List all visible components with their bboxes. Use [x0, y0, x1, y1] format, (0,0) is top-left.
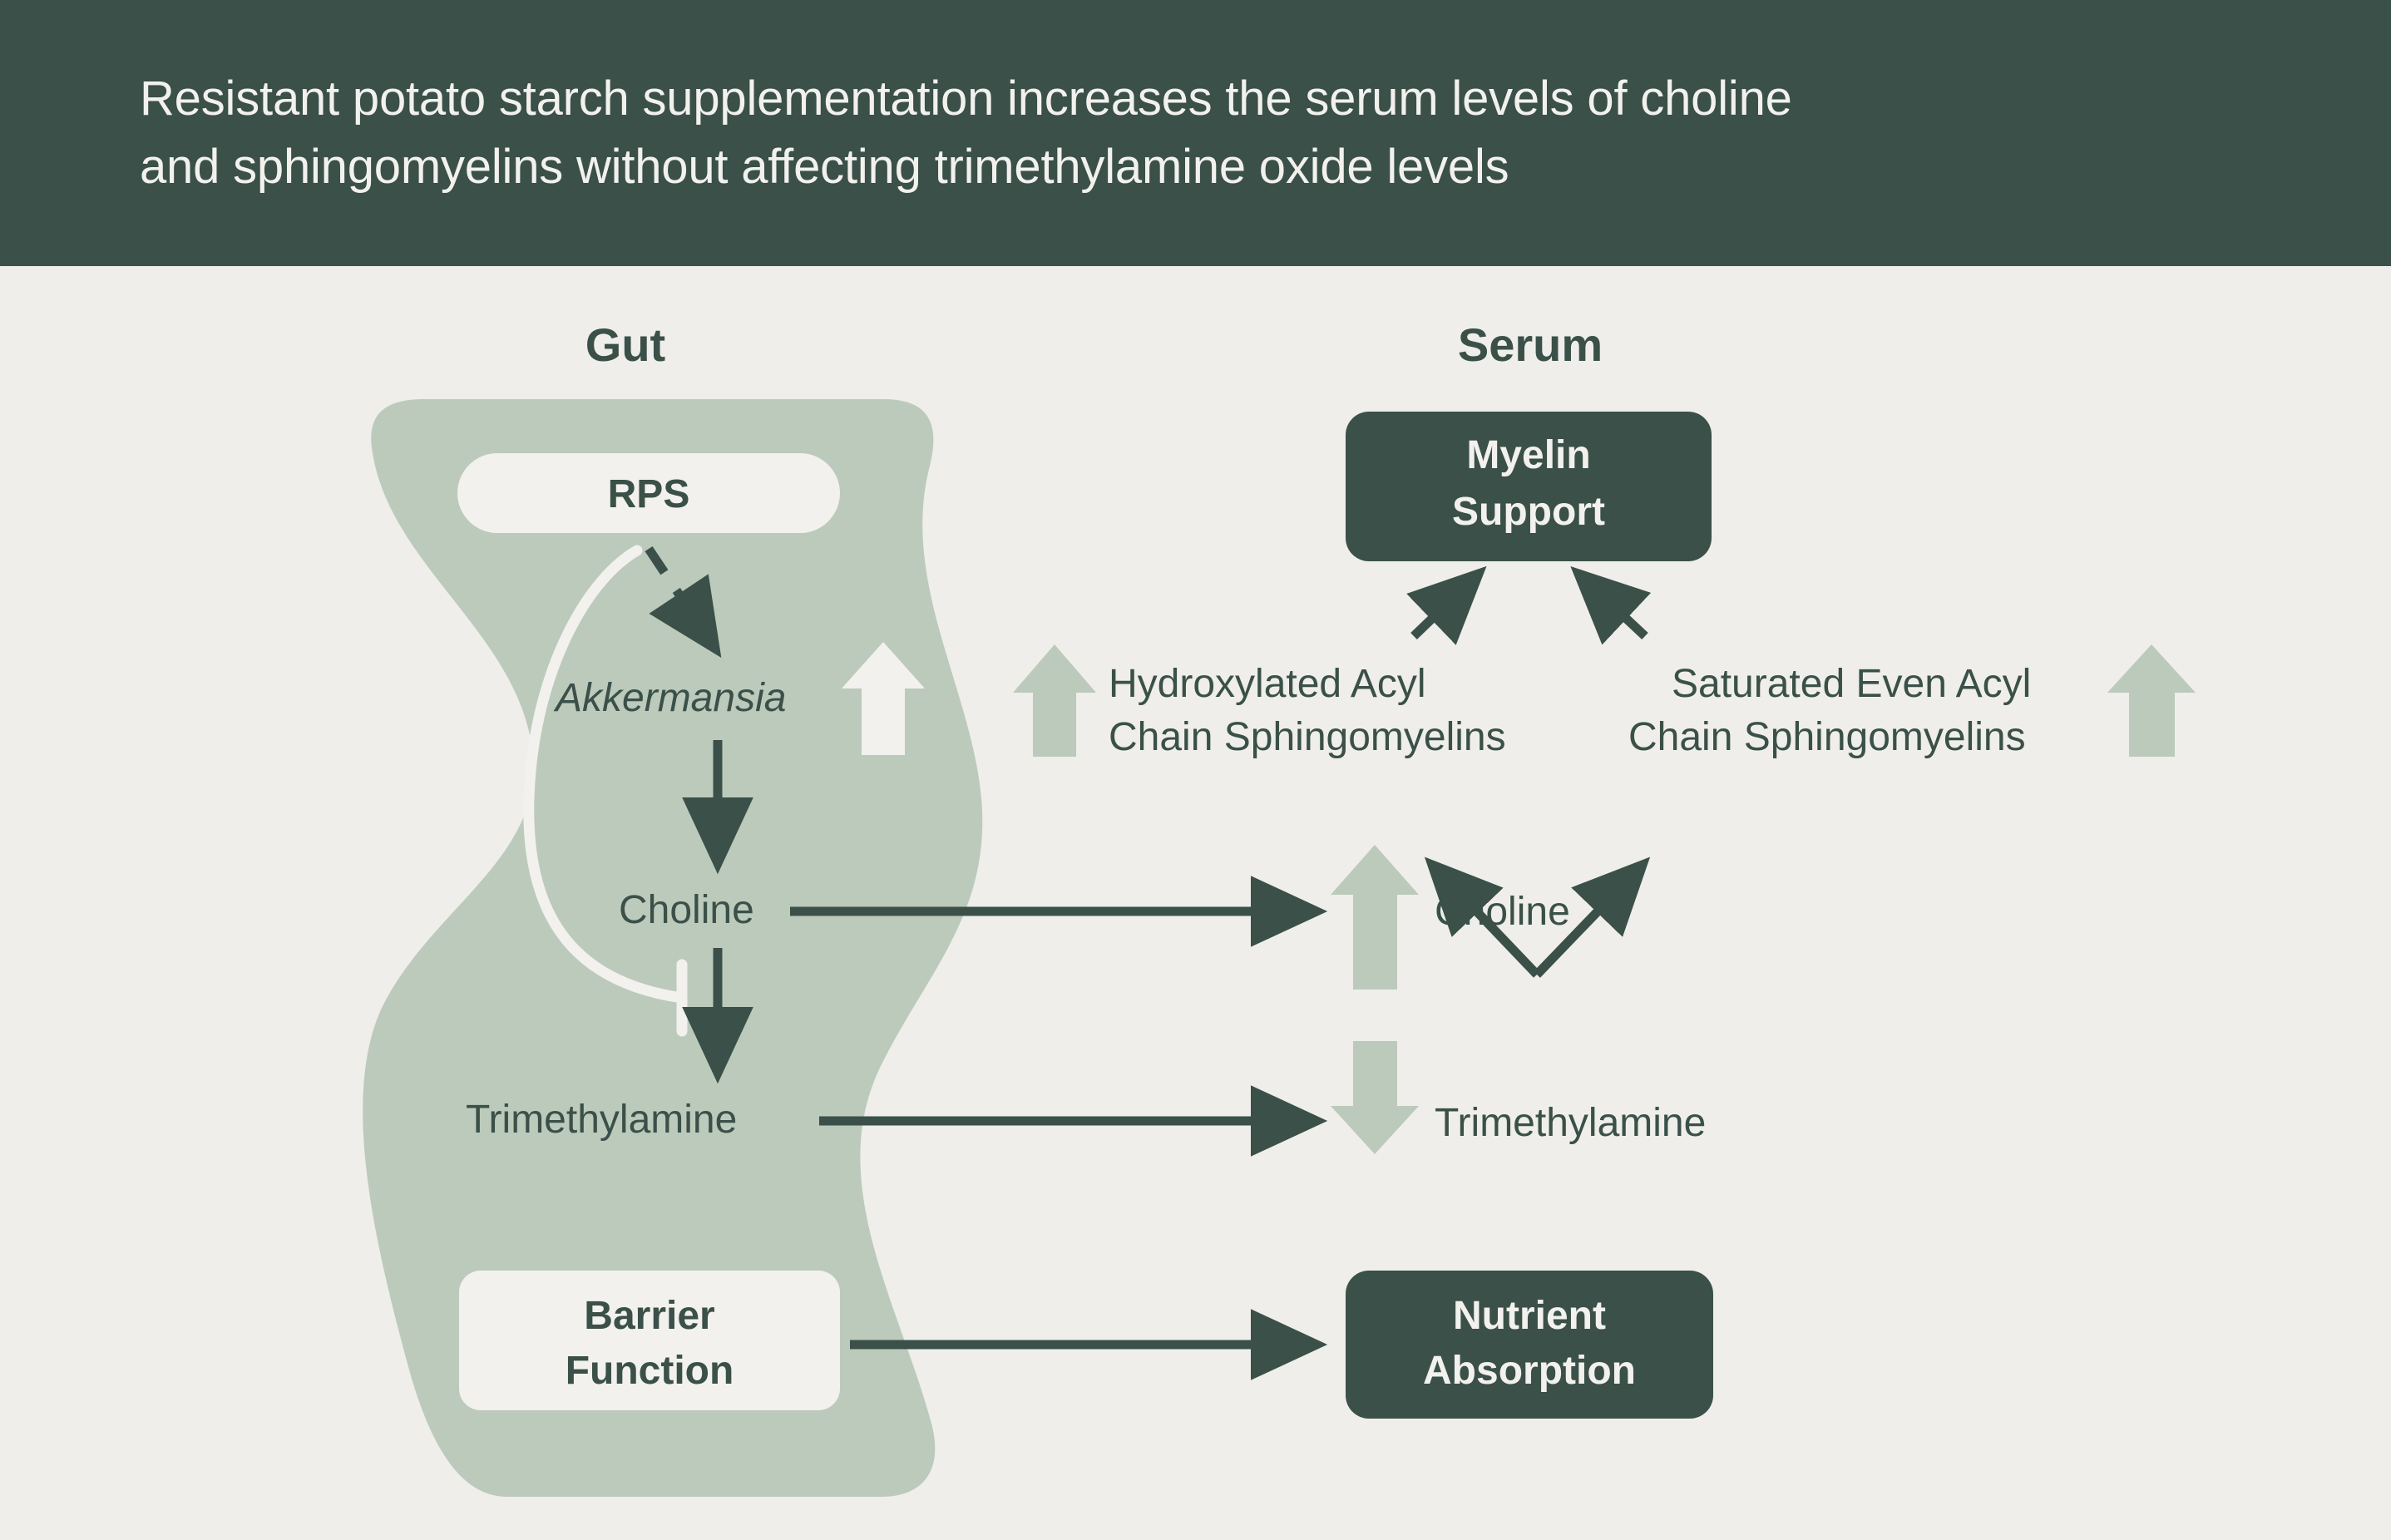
page-title-line1: Resistant potato starch supplementation … [140, 72, 1792, 126]
rps-label: RPS [608, 472, 690, 516]
barrier-function-label-line2: Function [566, 1349, 734, 1393]
barrier-function-label-line1: Barrier [584, 1294, 714, 1338]
header-band [0, 0, 2391, 266]
hydroxylated-sphingomyelins-label-line1: Hydroxylated Acyl [1109, 662, 1426, 706]
nutrient-absorption-label-line1: Nutrient [1453, 1294, 1606, 1338]
hydroxylated-sphingomyelins-label-line2: Chain Sphingomyelins [1109, 715, 1506, 759]
serum-trimethylamine-down-arrow-icon [1331, 1041, 1419, 1154]
rps-to-akkermansia-arrow [645, 545, 722, 658]
serum-choline-up-arrow-icon [1331, 845, 1419, 990]
hydroxylated-to-myelin-arrow [1406, 565, 1487, 645]
serum-choline-label: Choline [1435, 890, 1570, 934]
myelin-support-node[interactable]: Myelin Support [1346, 412, 1712, 561]
barrier-function-node[interactable]: Barrier Function [459, 1271, 840, 1410]
gut-trimethylamine-label: Trimethylamine [466, 1098, 737, 1142]
page-title: Resistant potato starch supplementation … [140, 65, 2269, 202]
column-header-gut: Gut [585, 318, 665, 371]
akkermansia-label: Akkermansia [553, 676, 786, 720]
hydroxylated-up-arrow-icon [1013, 644, 1096, 757]
saturated-to-myelin-arrow [1570, 565, 1652, 645]
column-header-serum: Serum [1458, 318, 1603, 371]
saturated-sphingomyelins-label-line1: Saturated Even Acyl [1672, 662, 2031, 706]
myelin-support-label-line2: Support [1452, 490, 1605, 534]
nutrient-absorption-node[interactable]: Nutrient Absorption [1346, 1271, 1713, 1419]
rps-inhibition-curve [523, 545, 688, 1037]
serum-trimethylamine-label: Trimethylamine [1435, 1101, 1706, 1145]
myelin-support-label-line1: Myelin [1466, 433, 1590, 477]
page-title-line2: and sphingomyelins without affecting tri… [140, 140, 1509, 195]
gut-silhouette [363, 399, 983, 1497]
saturated-sphingomyelins-label-line2: Chain Sphingomyelins [1628, 715, 2026, 759]
nutrient-absorption-label-line2: Absorption [1423, 1349, 1636, 1393]
gut-choline-label: Choline [619, 888, 754, 932]
akkermansia-up-arrow-icon [842, 642, 925, 755]
saturated-up-arrow-icon [2107, 644, 2196, 757]
serum-choline-to-hydroxylated-arrow [1424, 856, 1540, 978]
serum-choline-to-saturated-arrow [1534, 856, 1651, 978]
rps-node[interactable]: RPS [457, 453, 840, 533]
